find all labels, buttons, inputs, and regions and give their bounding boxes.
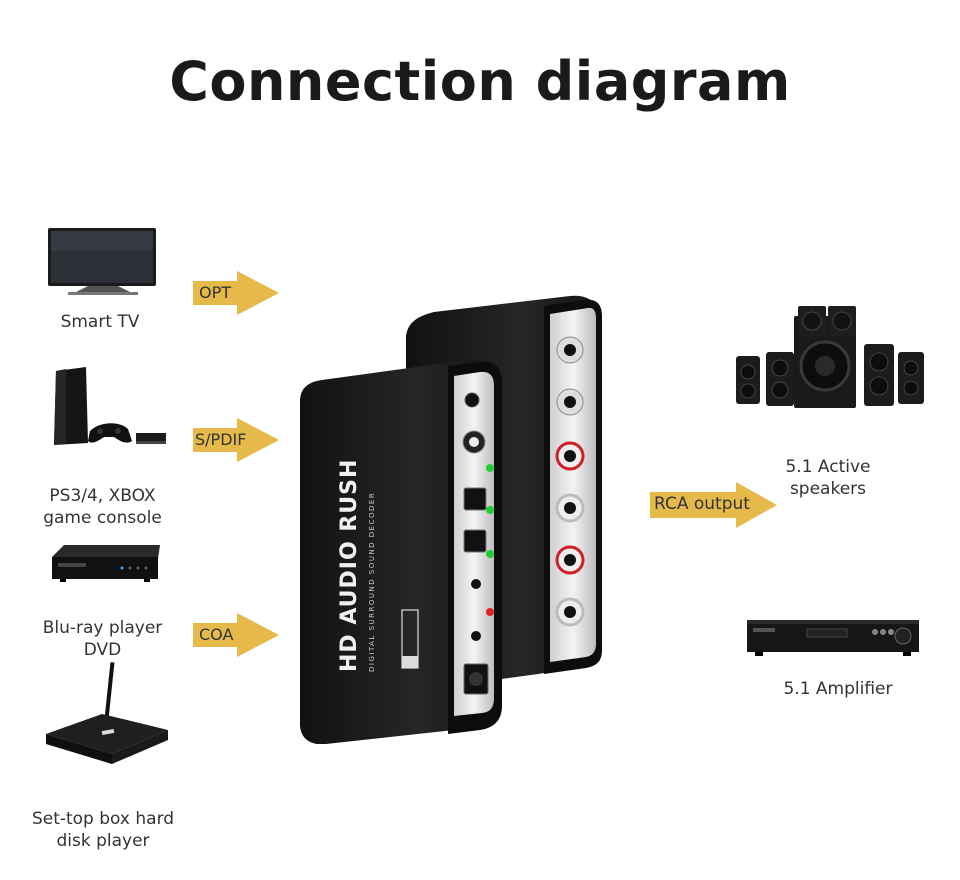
decoder-subtitle: DIGITAL SURROUND SOUND DECODER [368,492,376,672]
smart-tv-image [48,228,158,304]
coa-arrow: COA [193,613,281,657]
decoder-brand: HD AUDIO RUSH [337,459,362,672]
active-speakers-image [736,302,928,414]
page-title: Connection diagram [169,50,791,113]
game-console-image [48,363,168,455]
coa-arrow-label: COA [199,625,234,644]
set-top-box-label: Set-top box hard disk player [18,786,188,874]
amplifier-label: 5.1 Amplifier [783,679,893,699]
opt-arrow: OPT [193,271,281,315]
spdif-arrow-label: S/PDIF [195,430,247,449]
rca-output-arrow-shape [650,482,777,528]
rca-output-arrow: RCA output [650,482,778,528]
active-speakers-label-line: 5.1 Active speakers [785,457,871,499]
bluray-player-image [50,543,162,589]
bluray-player-label: Blu-ray player DVD [20,595,185,683]
coa-arrow-shape [193,613,279,657]
spdif-arrow-shape [193,418,279,462]
active-speakers-label: 5.1 Active speakers [748,434,908,522]
game-console-label-line: PS3/4, XBOX game console [43,486,162,528]
set-top-box-label-line: Set-top box hard disk player [31,809,175,851]
game-console-label: PS3/4, XBOX game console [20,463,185,551]
decoder-device: HD AUDIO RUSH DIGITAL SURROUND SOUND DEC… [298,292,646,748]
set-top-box-image [42,662,172,776]
bluray-player-label-line: Blu-ray player DVD [42,618,163,660]
decoder-front-unit: HD AUDIO RUSH DIGITAL SURROUND SOUND DEC… [300,359,502,745]
amplifier-image [747,616,921,664]
opt-arrow-shape [193,271,279,315]
spdif-arrow: S/PDIF [193,418,281,462]
rca-output-arrow-label: RCA output [654,494,750,514]
opt-arrow-label: OPT [199,283,232,302]
smart-tv-label: Smart TV [60,312,140,332]
